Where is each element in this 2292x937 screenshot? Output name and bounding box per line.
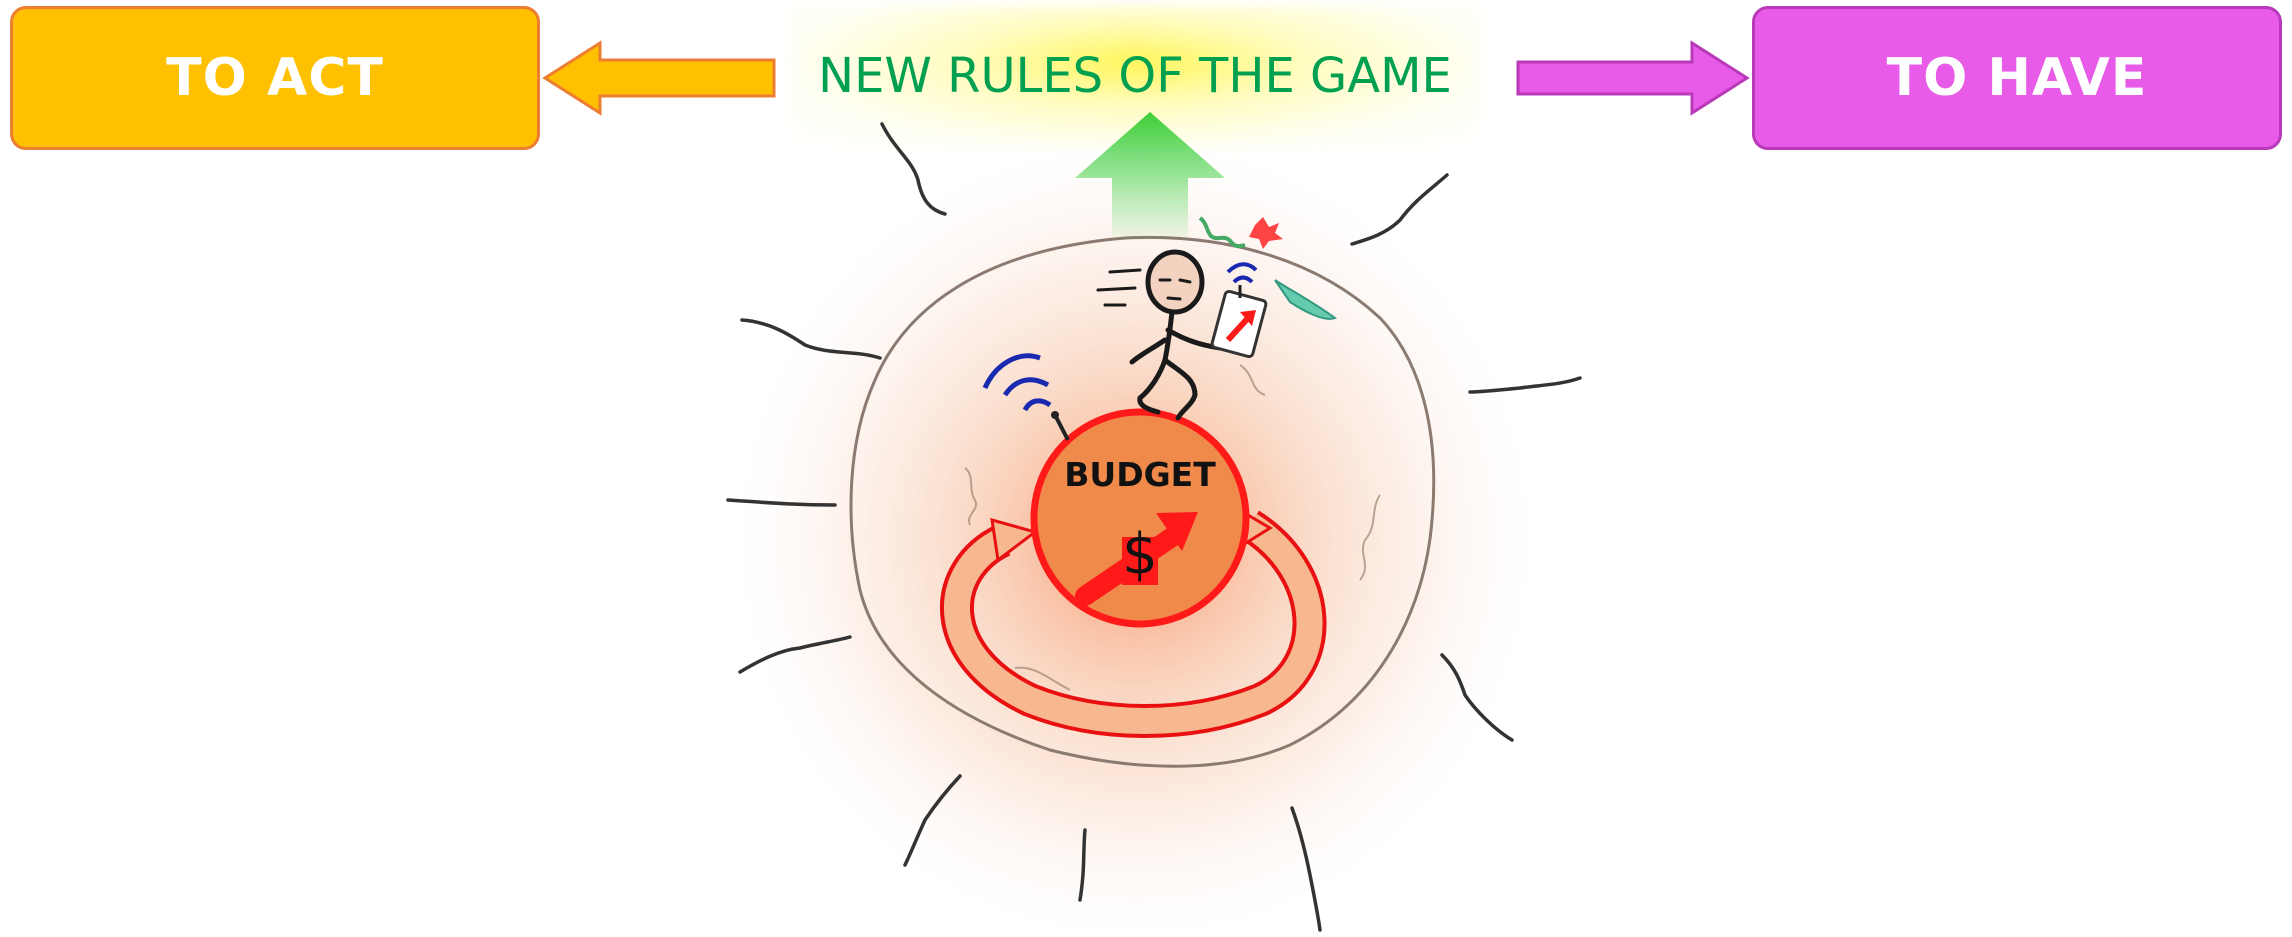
- new-rules-title: NEW RULES OF THE GAME: [790, 44, 1480, 108]
- left-arrow: [545, 43, 774, 113]
- dollar-symbol: $: [1105, 522, 1175, 587]
- budget-label: BUDGET: [1040, 455, 1240, 494]
- right-arrow: [1518, 43, 1747, 113]
- budget-circle: [1034, 412, 1246, 624]
